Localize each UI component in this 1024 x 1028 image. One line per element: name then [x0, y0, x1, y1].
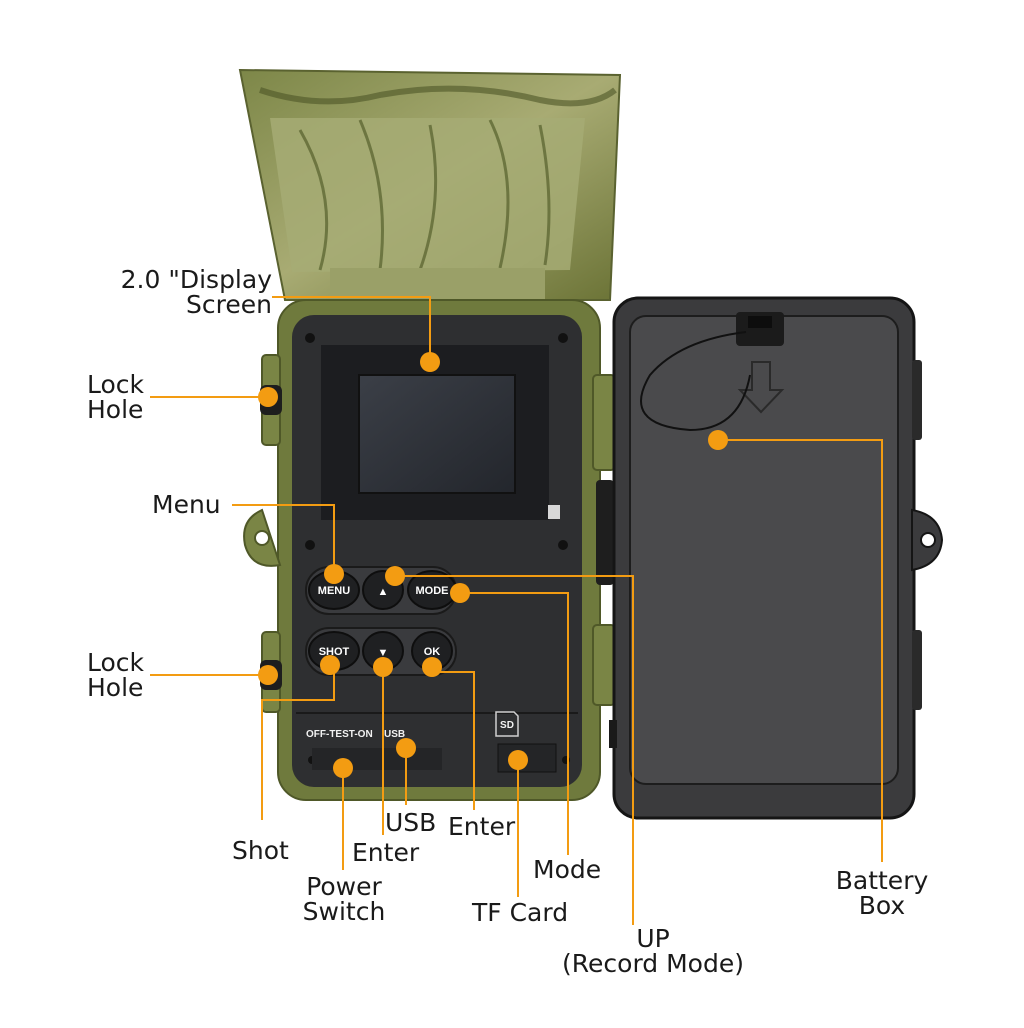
label-usb: USB — [385, 808, 437, 837]
callout-dots — [258, 352, 728, 778]
camera-body — [243, 299, 601, 801]
label-tf-card: TF Card — [472, 898, 569, 927]
label-power-switch: Power Switch — [302, 872, 386, 926]
label-display-screen: 2.0 "Display Screen — [120, 265, 272, 319]
menu-button-label: MENU — [318, 585, 350, 597]
label-menu: Menu — [152, 490, 221, 519]
usb-panel-label: USB — [384, 729, 405, 740]
label-enter-down: Enter — [352, 838, 420, 867]
menu-button[interactable]: MENU — [308, 570, 360, 610]
battery-box — [609, 296, 944, 820]
svg-text:SD: SD — [500, 720, 514, 731]
label-battery-box: Battery Box — [835, 866, 929, 920]
up-button-label: ▲ — [378, 586, 389, 598]
sd-card-icon: SD — [495, 711, 519, 737]
down-button[interactable]: ▼ — [362, 631, 404, 671]
mode-button-label: MODE — [416, 585, 449, 597]
display-screen — [358, 374, 516, 494]
label-lock-hole-bottom: Lock Hole — [87, 648, 145, 702]
label-lock-hole-top: Lock Hole — [87, 370, 145, 424]
switch-panel-label: OFF-TEST-ON — [306, 729, 373, 740]
label-shot: Shot — [232, 836, 289, 865]
ok-button-label: OK — [424, 646, 441, 658]
shot-button-label: SHOT — [319, 646, 350, 658]
label-mode: Mode — [533, 855, 602, 884]
label-up: UP (Record Mode) — [562, 924, 744, 978]
down-button-label: ▼ — [378, 647, 389, 659]
callout-lines — [150, 296, 883, 925]
sun-visor — [238, 68, 622, 301]
label-enter-ok: Enter — [448, 812, 516, 841]
arrow-down-icon — [737, 361, 785, 414]
hinge — [592, 374, 616, 706]
